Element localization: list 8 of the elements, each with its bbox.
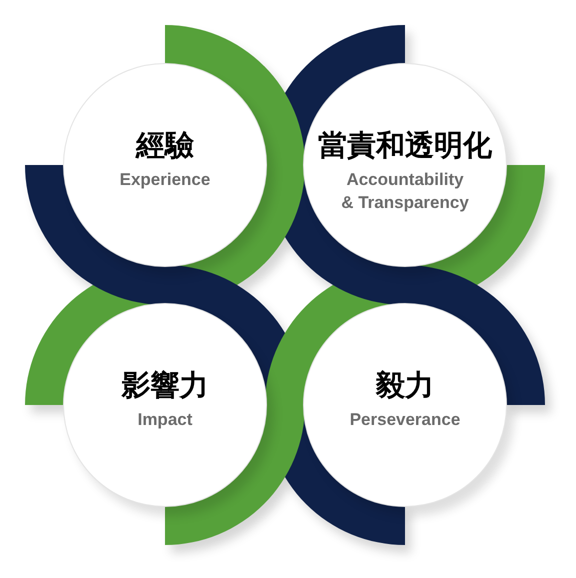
heading: 毅力 (376, 369, 434, 404)
subtitle: Impact (138, 409, 192, 431)
heading: 影響力 (122, 369, 208, 404)
subtitle: Perseverance (350, 409, 460, 431)
heading: 當責和透明化 (318, 129, 492, 164)
heading: 經驗 (136, 129, 194, 164)
subtitle: Experience (120, 169, 210, 191)
subtitle: Accountability & Transparency (340, 169, 470, 214)
